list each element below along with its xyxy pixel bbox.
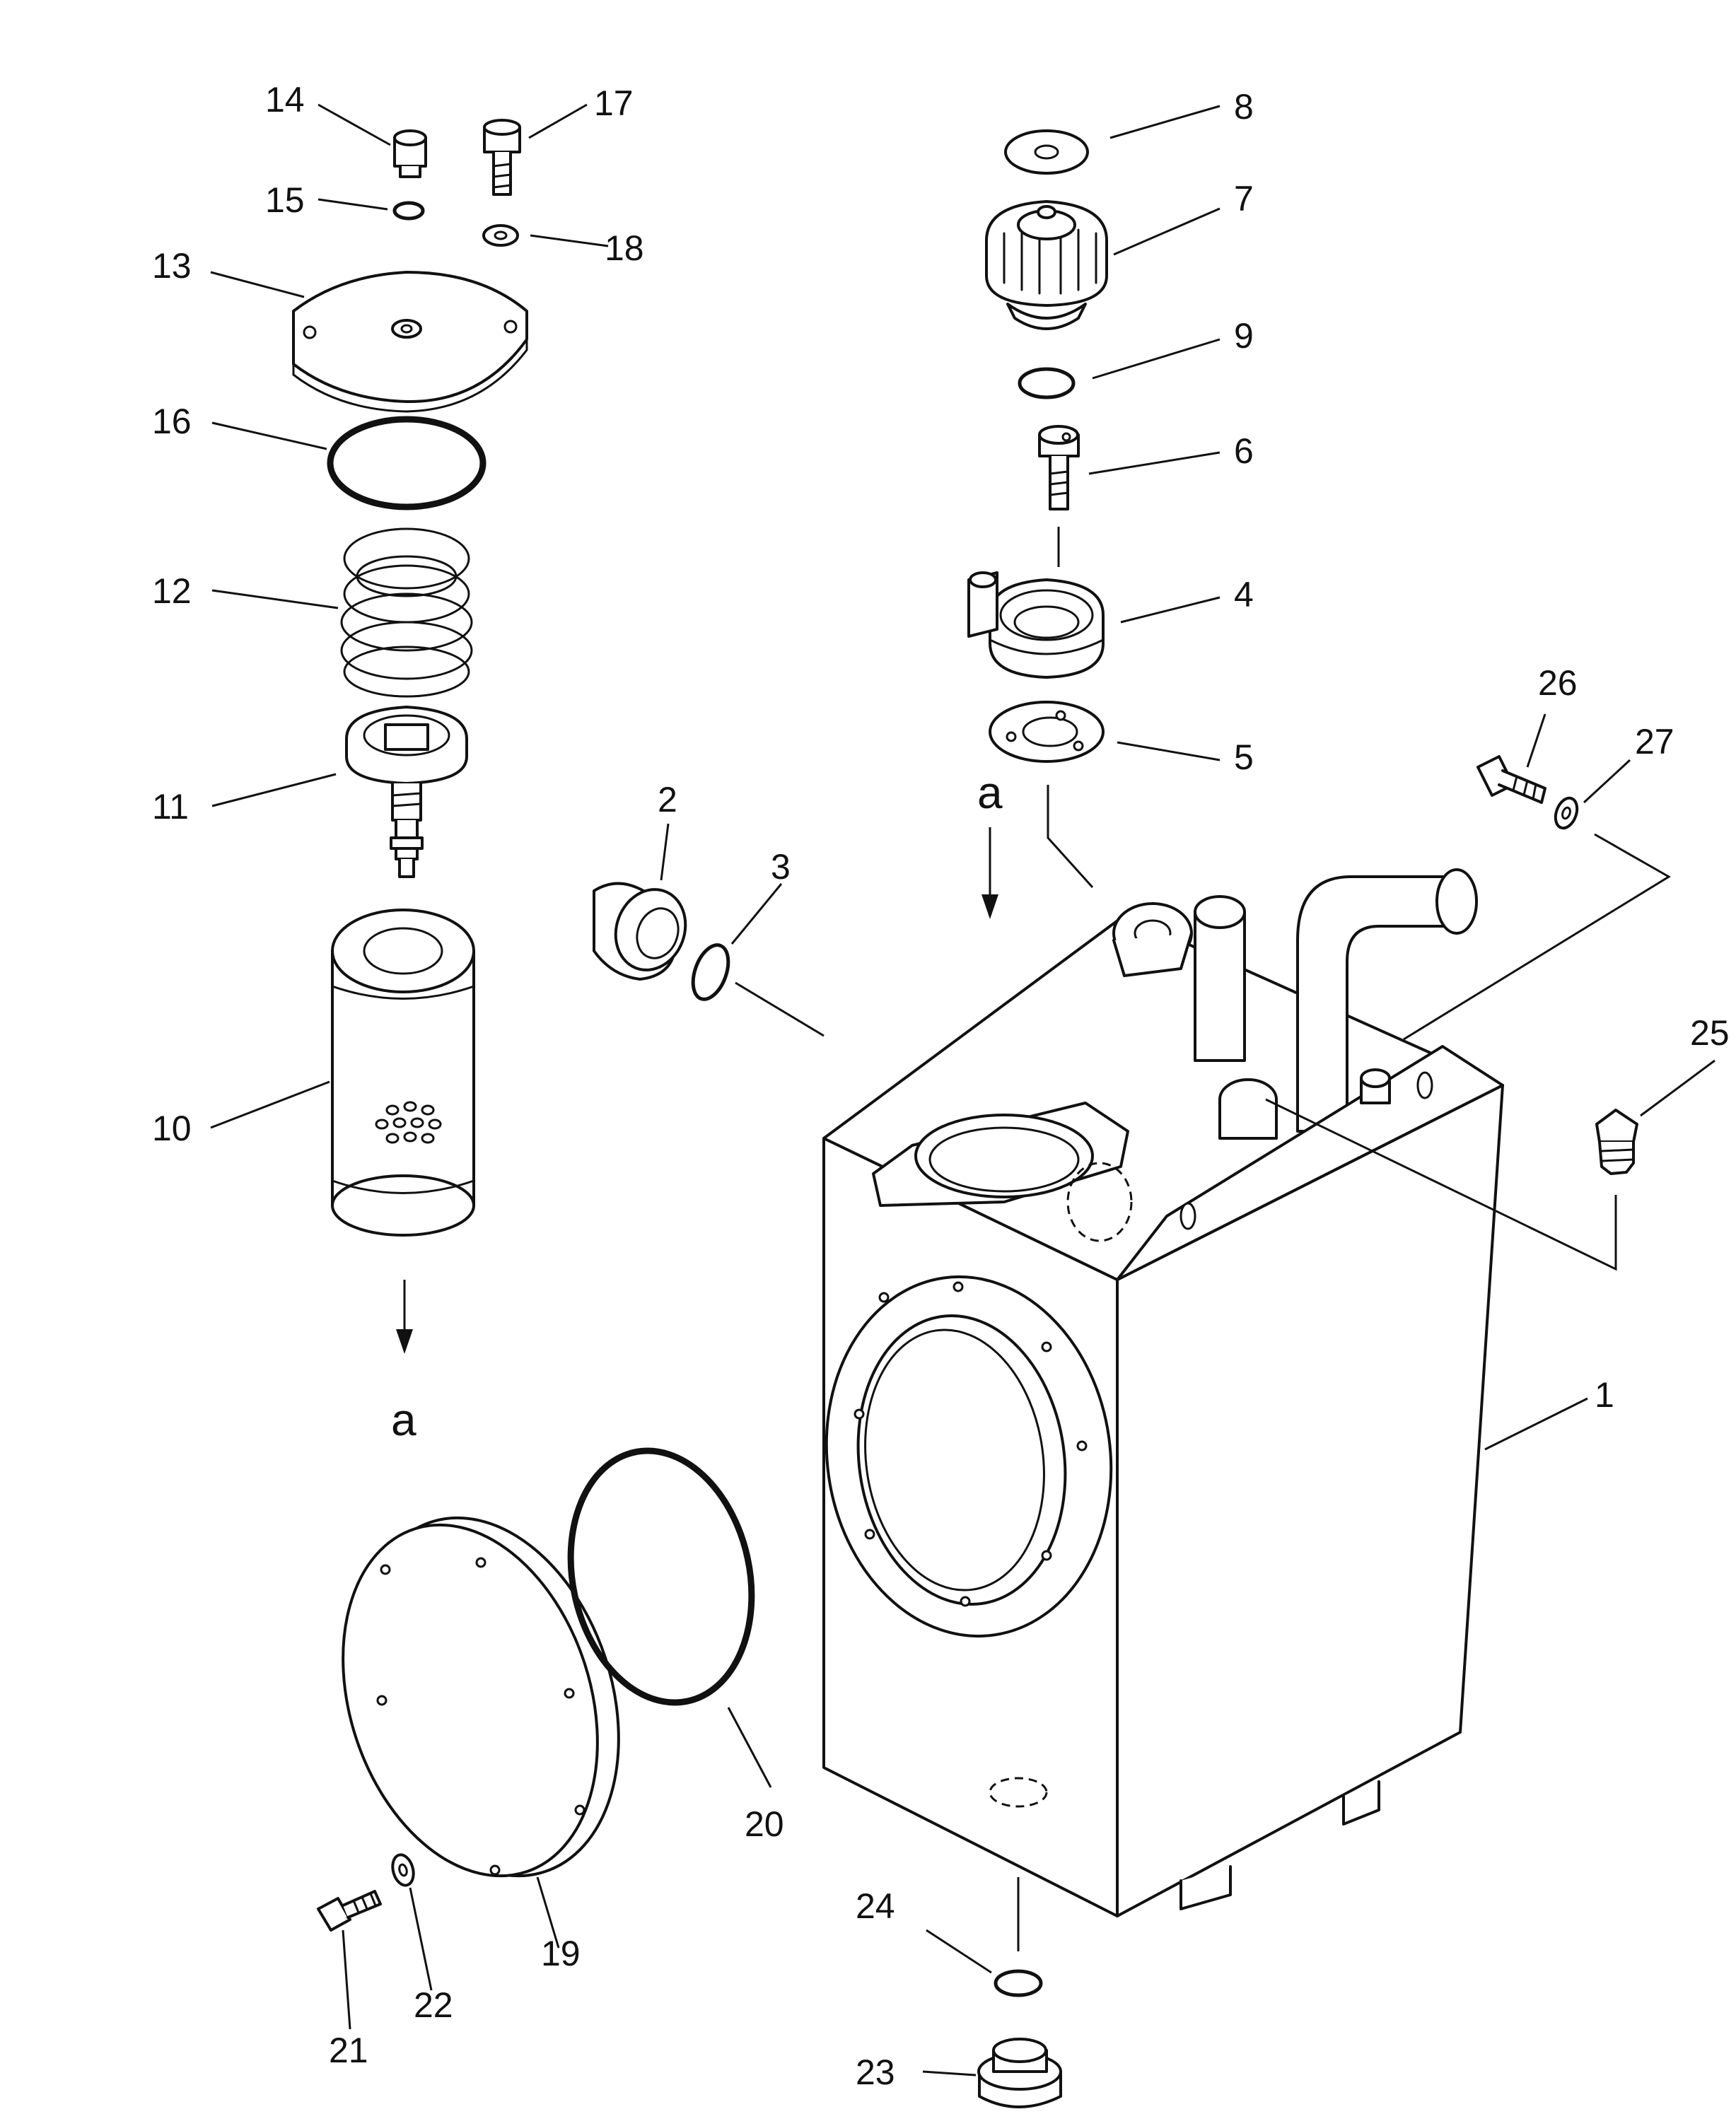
callout-18: 18: [605, 228, 644, 268]
o-ring-3: [691, 943, 730, 1001]
callout-8: 8: [1234, 87, 1254, 127]
callout-6: 6: [1234, 431, 1254, 471]
callout-15: 15: [265, 180, 305, 220]
reference-arrow-top: [981, 827, 998, 919]
callout-17: 17: [594, 83, 634, 123]
callout-20: 20: [745, 1804, 784, 1844]
reference-letter-a-left: a: [391, 1394, 416, 1445]
o-ring-9: [1018, 367, 1076, 399]
callout-4: 4: [1234, 575, 1254, 614]
spring-12: [340, 527, 473, 698]
o-ring-16: [327, 416, 487, 510]
drain-plug-23: [977, 2038, 1062, 2108]
washer-27: [1554, 796, 1579, 830]
leader-lines: [210, 103, 1715, 2077]
hydraulic-tank-body: [822, 868, 1504, 1917]
assembly-line-27: [1403, 833, 1671, 1041]
bolt-26: [1476, 755, 1546, 804]
callout-25: 25: [1690, 1013, 1730, 1053]
cover-plate-19: [342, 1516, 620, 1878]
valve-11: [345, 706, 468, 878]
callout-13: 13: [152, 246, 192, 286]
callout-3: 3: [771, 847, 791, 887]
callout-26: 26: [1538, 663, 1578, 703]
washer-18: [482, 224, 519, 247]
breather-cap-7: [985, 200, 1108, 330]
callout-5: 5: [1234, 737, 1254, 777]
assembly-line-25: [1265, 1098, 1617, 1271]
callout-21: 21: [329, 2031, 368, 2070]
filter-element-10: [331, 909, 475, 1237]
cap-housing-4: [967, 571, 1105, 679]
callout-11: 11: [152, 787, 189, 827]
assembly-line-5: [1047, 785, 1094, 889]
bolt-21: [317, 1890, 382, 1932]
callout-27: 27: [1635, 722, 1674, 761]
callout-19: 19: [541, 1934, 581, 1973]
callout-24: 24: [856, 1886, 895, 1926]
callout-22: 22: [414, 1985, 453, 2025]
o-ring-24: [994, 1969, 1043, 1997]
reference-letter-a-top: a: [977, 767, 1003, 818]
callout-9: 9: [1234, 316, 1254, 356]
callout-23: 23: [856, 2052, 895, 2092]
disc-8: [1004, 129, 1089, 175]
reference-arrow-left: [396, 1280, 413, 1354]
filter-cover-13: [292, 271, 528, 413]
plug-25: [1595, 1109, 1638, 1175]
assembly-line-3: [735, 981, 825, 1037]
callout-16: 16: [152, 402, 192, 441]
washer-22: [391, 1853, 415, 1887]
gasket-5: [989, 701, 1105, 763]
callout-7: 7: [1234, 179, 1254, 218]
bolt-17: [483, 119, 521, 196]
plug-14: [393, 129, 427, 178]
callout-2: 2: [658, 780, 677, 819]
o-ring-20: [567, 1447, 755, 1706]
callout-1: 1: [1595, 1375, 1614, 1415]
callout-14: 14: [265, 80, 305, 119]
callout-numbers: 1 2 3 4 5 6 7 8 9 10 11 12 13 14 15 16 1…: [152, 80, 1730, 2092]
callout-12: 12: [152, 571, 192, 611]
o-ring-15: [392, 201, 425, 221]
callout-10: 10: [152, 1109, 192, 1148]
bolt-6: [1038, 425, 1080, 510]
strainer-2: [593, 882, 687, 981]
